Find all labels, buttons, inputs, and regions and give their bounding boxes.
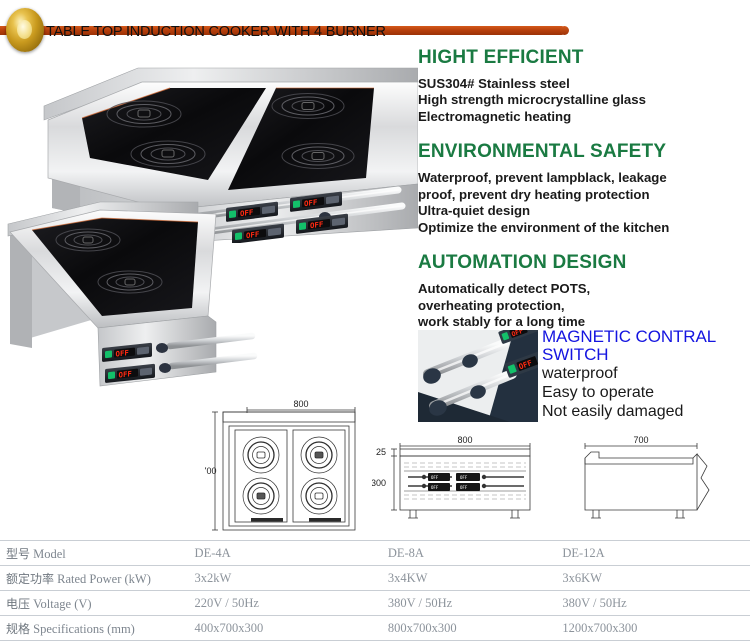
cell-value: 3x4KW (381, 565, 557, 591)
svg-text:OFF: OFF (431, 485, 439, 490)
row-label-cn: 型号 (6, 546, 31, 561)
side-view-depth-label: 700 (633, 435, 648, 445)
row-label-en: Rated Power (kW) (57, 571, 151, 586)
svg-text:OFF: OFF (119, 369, 133, 379)
feature-section-efficiency: HIGHT EFFICIENT SUS304# Stainless steel … (418, 47, 748, 125)
table-row: 规格 Specifications (mm) 400x700x300 800x7… (0, 615, 750, 641)
cell-value: DE-4A (188, 540, 382, 566)
feature-line: Automatically detect POTS, (418, 281, 591, 297)
svg-text:OFF: OFF (460, 485, 468, 490)
row-label: 额定功率 Rated Power (kW) (0, 565, 189, 591)
row-label: 规格 Specifications (mm) (0, 615, 189, 641)
feature-line: SUS304# Stainless steel (418, 75, 570, 91)
cell-value: 400x700x300 (188, 615, 382, 641)
row-label-en: Voltage (V) (33, 596, 92, 611)
section-heading: HIGHT EFFICIENT (418, 47, 584, 68)
magnetic-switch-photo: OFF OFF (418, 330, 538, 422)
table-row: 电压 Voltage (V) 220V / 50Hz 380V / 50Hz 3… (0, 590, 750, 616)
magnetic-line: Easy to operate (542, 384, 655, 401)
front-view-drawing: OFF OFF OFF OFF 800 25 300 (372, 435, 531, 519)
page-title: TABLE TOP INDUCTION COOKER WITH 4 BURNER (46, 24, 386, 40)
feature-section-automation: AUTOMATION DESIGN Automatically detect P… (418, 252, 748, 330)
svg-text:OFF: OFF (240, 208, 254, 219)
cell-value: 3x6KW (556, 565, 750, 591)
magnetic-switch-text: MAGNETIC CONTRAL SWITCH waterproof Easy … (542, 328, 750, 421)
feature-line: work stably for a long time (418, 314, 586, 330)
side-view-drawing: 700 (584, 435, 710, 519)
row-label: 电压 Voltage (V) (0, 590, 189, 616)
feature-line: Waterproof, prevent lampblack, leakage (418, 170, 667, 186)
cell-value: 380V / 50Hz (381, 590, 557, 616)
second-product-photo: OFF OFF (7, 201, 258, 387)
features-column: HIGHT EFFICIENT SUS304# Stainless steel … (418, 47, 748, 333)
cell-value: DE-12A (556, 540, 750, 566)
svg-text:OFF: OFF (246, 230, 260, 241)
magnetic-switch-block: OFF OFF MAGNETIC CONTRAL SWITCH waterpro… (418, 328, 750, 430)
main-product-photo: OFF OFF OFF OFF (43, 67, 418, 243)
feature-line: proof, prevent dry heating protection (418, 186, 650, 202)
svg-text:OFF: OFF (460, 475, 468, 480)
magnetic-line: waterproof (542, 365, 618, 382)
header-accent-bar (0, 26, 569, 35)
front-view-top-label: 25 (376, 447, 386, 457)
svg-text:OFF: OFF (310, 220, 324, 231)
svg-text:OFF: OFF (510, 330, 524, 339)
cell-value: DE-8A (381, 540, 557, 566)
cell-value: 220V / 50Hz (188, 590, 382, 616)
svg-text:OFF: OFF (304, 198, 318, 209)
section-heading: AUTOMATION DESIGN (418, 252, 627, 274)
cell-value: 380V / 50Hz (556, 590, 750, 616)
cell-value: 3x2kW (188, 565, 382, 591)
row-label-cn: 电压 (6, 596, 31, 611)
cell-value: 800x700x300 (381, 615, 557, 641)
feature-line: overheating protection, (418, 297, 565, 313)
magnetic-line: Not easily damaged (542, 403, 684, 420)
magnetic-heading-line1: MAGNETIC CONTRAL (542, 327, 717, 346)
feature-line: Electromagnetic heating (418, 108, 572, 124)
row-label-en: Model (33, 546, 66, 561)
svg-text:OFF: OFF (116, 348, 130, 358)
top-view-drawing: 800 700 (205, 399, 356, 531)
row-label-en: Specifications (mm) (33, 621, 135, 636)
top-view-width-label: 800 (293, 399, 308, 409)
cell-value: 1200x700x300 (556, 615, 750, 641)
top-view-depth-label: 700 (205, 466, 217, 476)
table-row: 额定功率 Rated Power (kW) 3x2kW 3x4KW 3x6KW (0, 565, 750, 591)
feature-line: High strength microcrystalline glass (418, 92, 646, 108)
front-view-height-label: 300 (372, 478, 386, 488)
section-heading: ENVIRONMENTAL SAFETY (418, 141, 667, 163)
row-label-cn: 额定功率 (6, 571, 55, 586)
feature-line: Ultra-quiet design (418, 203, 531, 219)
gold-medallion-icon (6, 8, 44, 52)
row-label-cn: 规格 (6, 621, 31, 636)
feature-line: Optimize the environment of the kitchen (418, 219, 670, 235)
svg-text:OFF: OFF (431, 475, 439, 480)
specification-table: 型号 Model DE-4A DE-8A DE-12A 额定功率 Rated P… (0, 540, 750, 641)
front-view-width-label: 800 (457, 435, 472, 445)
table-row: 型号 Model DE-4A DE-8A DE-12A (0, 540, 750, 566)
feature-section-safety: ENVIRONMENTAL SAFETY Waterproof, prevent… (418, 141, 748, 236)
row-label: 型号 Model (0, 540, 189, 566)
magnetic-heading-line2: SWITCH (542, 345, 609, 364)
